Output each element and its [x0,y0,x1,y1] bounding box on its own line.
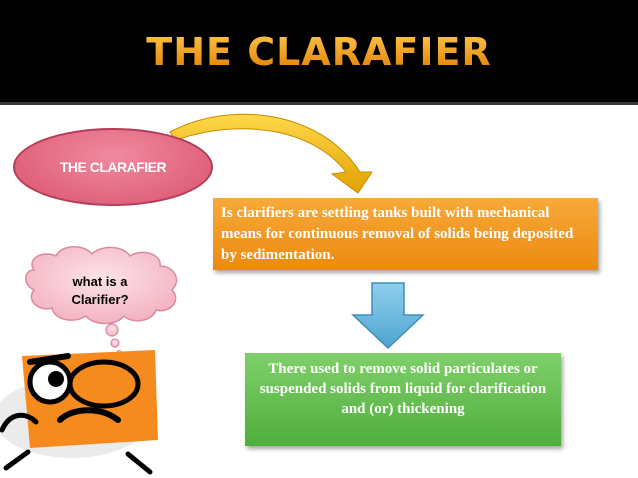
thought-cloud-icon [25,246,178,356]
slide-title: THE CLARAFIER [0,30,638,74]
clarifier-ellipse: THE CLARAFIER [13,128,213,206]
clarifier-ellipse-label: THE CLARAFIER [59,159,167,175]
usage-box: There used to remove solid particulates … [245,353,561,446]
definition-box: Is clarifiers are settling tanks built w… [213,198,598,270]
question-text: what is a Clarifier? [40,273,160,309]
down-arrow-icon [351,282,425,350]
confused-face-icon [0,350,158,475]
header-rule [0,102,638,105]
question-line-2: Clarifier? [71,292,129,307]
question-line-1: what is a [72,274,128,289]
header-bar [0,0,638,102]
curved-arrow-icon [169,113,373,194]
